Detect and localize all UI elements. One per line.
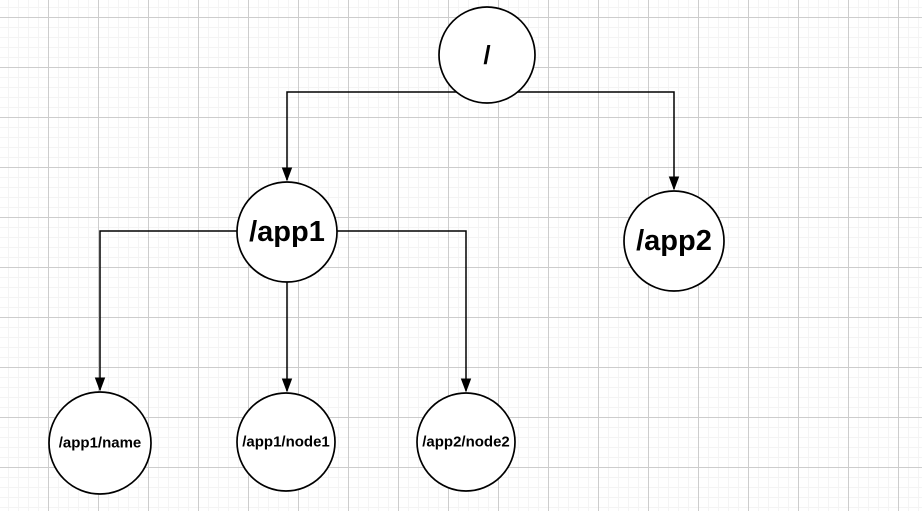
node-app2-node2[interactable]: /app2/node2 — [416, 392, 516, 492]
node-circle-app2[interactable] — [623, 190, 725, 292]
node-circle-app1-node1[interactable] — [236, 392, 336, 492]
edge-app1-to-app1-name[interactable] — [100, 230, 287, 390]
node-circle-app1[interactable] — [236, 181, 338, 283]
node-label-root: / — [483, 40, 490, 70]
edge-root-to-app1[interactable] — [287, 91, 487, 180]
edge-root-to-app2[interactable] — [487, 91, 674, 189]
edges-layer — [100, 91, 674, 391]
edge-app1-to-app2-node2[interactable] — [287, 230, 466, 391]
node-circle-app1-name[interactable] — [48, 391, 152, 495]
node-label-app1-name: /app1/name — [59, 435, 142, 452]
node-app1-name[interactable]: /app1/name — [48, 391, 152, 495]
node-circle-app2-node2[interactable] — [416, 392, 516, 492]
node-app2[interactable]: /app2 — [623, 190, 725, 292]
node-app1[interactable]: /app1 — [236, 181, 338, 283]
node-root[interactable]: / — [438, 6, 536, 104]
node-app1-node1[interactable]: /app1/node1 — [236, 392, 336, 492]
node-label-app2-node2: /app2/node2 — [422, 434, 510, 451]
nodes-layer: / /app1/app2/app1/name/app1/node1/app2/no… — [48, 6, 725, 495]
node-label-app1-node1: /app1/node1 — [242, 434, 330, 451]
node-label-app2: /app2 — [636, 225, 712, 257]
node-label-app1: /app1 — [249, 216, 325, 248]
node-circle-root[interactable] — [438, 6, 536, 104]
